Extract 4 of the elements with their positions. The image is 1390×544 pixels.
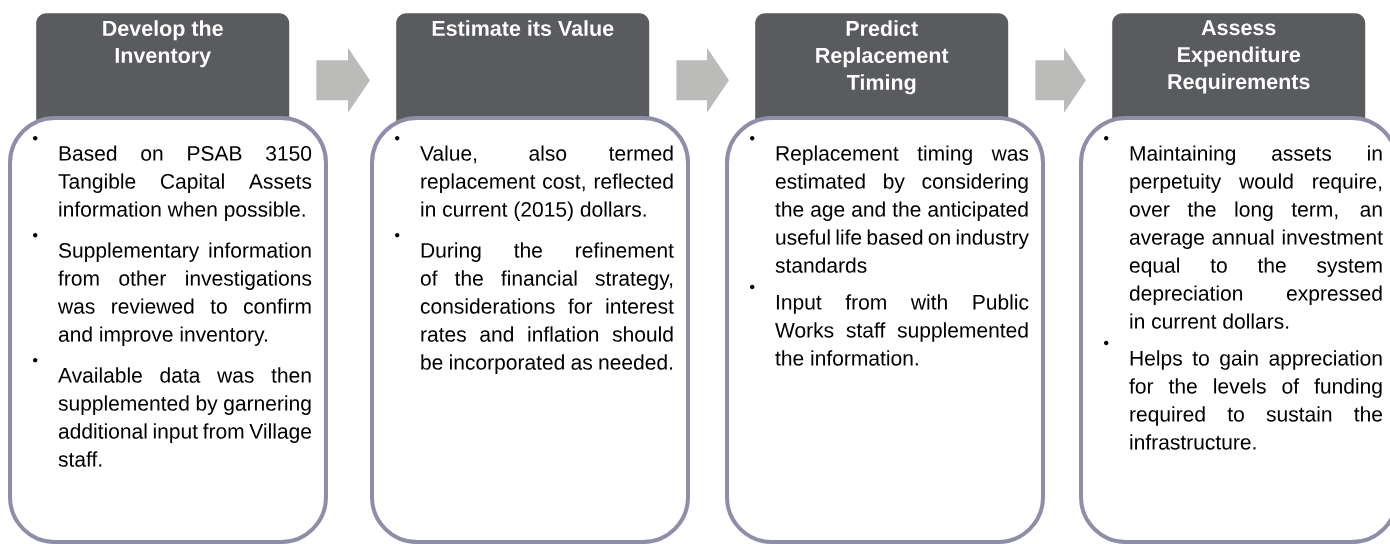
- content-box: Based on PSAB 3150 Tangible Capital Assets information when possible. Supplementary information from other investigations was reviewed to confirm and improve inventory. Available data was then supplemented by garnering additional input from Village staff.: [8, 116, 328, 544]
- content-box: Replacement timing was estimated by considering the age and the anticipated useful life based on industry standards Input from with Public Works staff supplemented the information.: [725, 116, 1045, 544]
- content-box: Maintaining assets in perpetuity would require, over the long term, an average annual investment equal to the system depreciation expressed in current dollars. Helps to gain appreciation for the levels of funding required to sustain the infrastructure.: [1079, 116, 1390, 544]
- content-box: Value, also termed replacement cost, reflected in current (2015) dollars. During the refinement of the financial strategy, considerations for interest rates and inflation should be incorporated as needed.: [370, 116, 690, 544]
